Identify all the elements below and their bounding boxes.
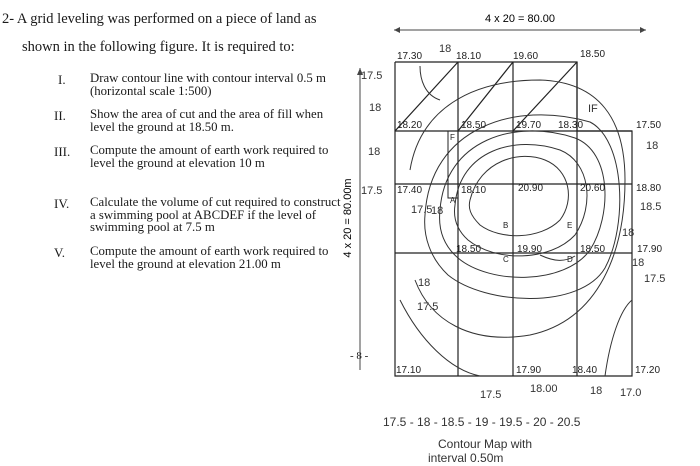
elevation-label: 18.80: [636, 183, 661, 194]
requirement-text: Compute the amount of earth work require…: [90, 244, 329, 271]
handwritten-right: 17.5: [644, 273, 665, 285]
question-title-line1: 2- A grid leveling was performed on a pi…: [2, 11, 317, 27]
handwritten-left: 18: [369, 102, 381, 114]
elevation-label: 18.50: [580, 49, 605, 60]
elevation-label: 20.60: [580, 183, 605, 194]
top-dimension-label: 4 x 20 = 80.00: [485, 13, 555, 25]
elevation-label: 18.50: [456, 244, 481, 255]
requirement-number: III.: [54, 144, 71, 159]
requirement-number: IV.: [54, 196, 70, 211]
handwritten-bottom: 18.00: [530, 383, 558, 395]
elevation-label: 17.10: [396, 365, 421, 376]
handwritten-left: 17.5: [417, 301, 438, 313]
point-label: B: [503, 221, 508, 230]
requirement-number: II.: [54, 108, 66, 123]
elevation-label: 18.10: [461, 185, 486, 196]
requirement-text: Show the area of cut and the area of fil…: [90, 107, 324, 134]
page-number: - 8 -: [350, 350, 369, 362]
handwritten-left: 17.5: [361, 70, 382, 82]
question-title-line2: shown in the following figure. It is req…: [22, 39, 295, 55]
handwritten-inner: IF: [588, 103, 598, 115]
elevation-label: 17.50: [636, 120, 661, 131]
handwritten-left: 17.5: [361, 185, 382, 197]
handwritten-note-line2: interval 0.50m: [428, 451, 503, 465]
elevation-label: 19.70: [516, 120, 541, 131]
handwritten-right: 18: [646, 140, 658, 152]
point-label: F: [450, 133, 455, 142]
handwritten-notes: 18 17.5 18 18 17.5 17.5 18 18 17.5 18 18…: [361, 43, 665, 465]
handwritten-sequence: 17.5 - 18 - 18.5 - 19 - 19.5 - 20 - 20.5: [383, 415, 581, 429]
handwritten-bottom: 17.0: [620, 387, 641, 399]
handwritten-left: 18: [431, 205, 443, 217]
point-label: A: [450, 196, 456, 205]
elevation-label: 17.30: [397, 51, 422, 62]
elevation-label: 17.40: [397, 185, 422, 196]
handwritten-left: 17.5: [411, 204, 432, 216]
handwritten-right: 18.5: [640, 201, 661, 213]
handwritten-inner: 18: [632, 257, 644, 269]
contour-lines: [399, 65, 633, 377]
elevation-labels: 17.30 18.10 19.60 18.50 18.20 18.50 19.7…: [396, 49, 662, 376]
requirement-text: Compute the amount of earth work require…: [90, 143, 329, 170]
elevation-label: 18.20: [397, 120, 422, 131]
elevation-label: 19.90: [517, 244, 542, 255]
elevation-label: 17.90: [516, 365, 541, 376]
requirement-text: Calculate the volume of cut required to …: [90, 195, 341, 235]
handwritten-left: 18: [418, 277, 430, 289]
elevation-label: 19.60: [513, 51, 538, 62]
point-label: C: [503, 255, 509, 264]
elevation-label: 17.20: [635, 365, 660, 376]
handwritten-top: 18: [439, 43, 451, 55]
handwritten-left: 18: [368, 146, 380, 158]
requirement-number: V.: [54, 245, 65, 260]
requirement-text: Draw contour line with contour interval …: [90, 71, 326, 98]
elevation-label: 18.40: [572, 365, 597, 376]
handwritten-right: 18: [622, 227, 634, 239]
point-letters: F A B C D E: [450, 133, 573, 264]
handwritten-bottom: 18: [590, 385, 602, 397]
requirement-number: I.: [58, 72, 66, 87]
elevation-label: 17.90: [637, 244, 662, 255]
elevation-label: 18.50: [580, 244, 605, 255]
pool-outline: [447, 131, 458, 199]
point-label: E: [567, 221, 572, 230]
side-dimension-label: 4 x 20 = 80.00m: [342, 178, 354, 257]
elevation-label: 18.30: [558, 120, 583, 131]
elevation-label: 20.90: [518, 183, 543, 194]
handwritten-bottom: 17.5: [480, 389, 501, 401]
top-dimension: 4 x 20 = 80.00: [394, 13, 646, 33]
handwritten-note-line1: Contour Map with: [438, 437, 532, 451]
elevation-label: 18.50: [461, 120, 486, 131]
point-label: D: [567, 255, 573, 264]
side-dimension: 4 x 20 = 80.00m: [342, 68, 363, 370]
elevation-label: 18.10: [456, 51, 481, 62]
grid: [394, 61, 633, 377]
